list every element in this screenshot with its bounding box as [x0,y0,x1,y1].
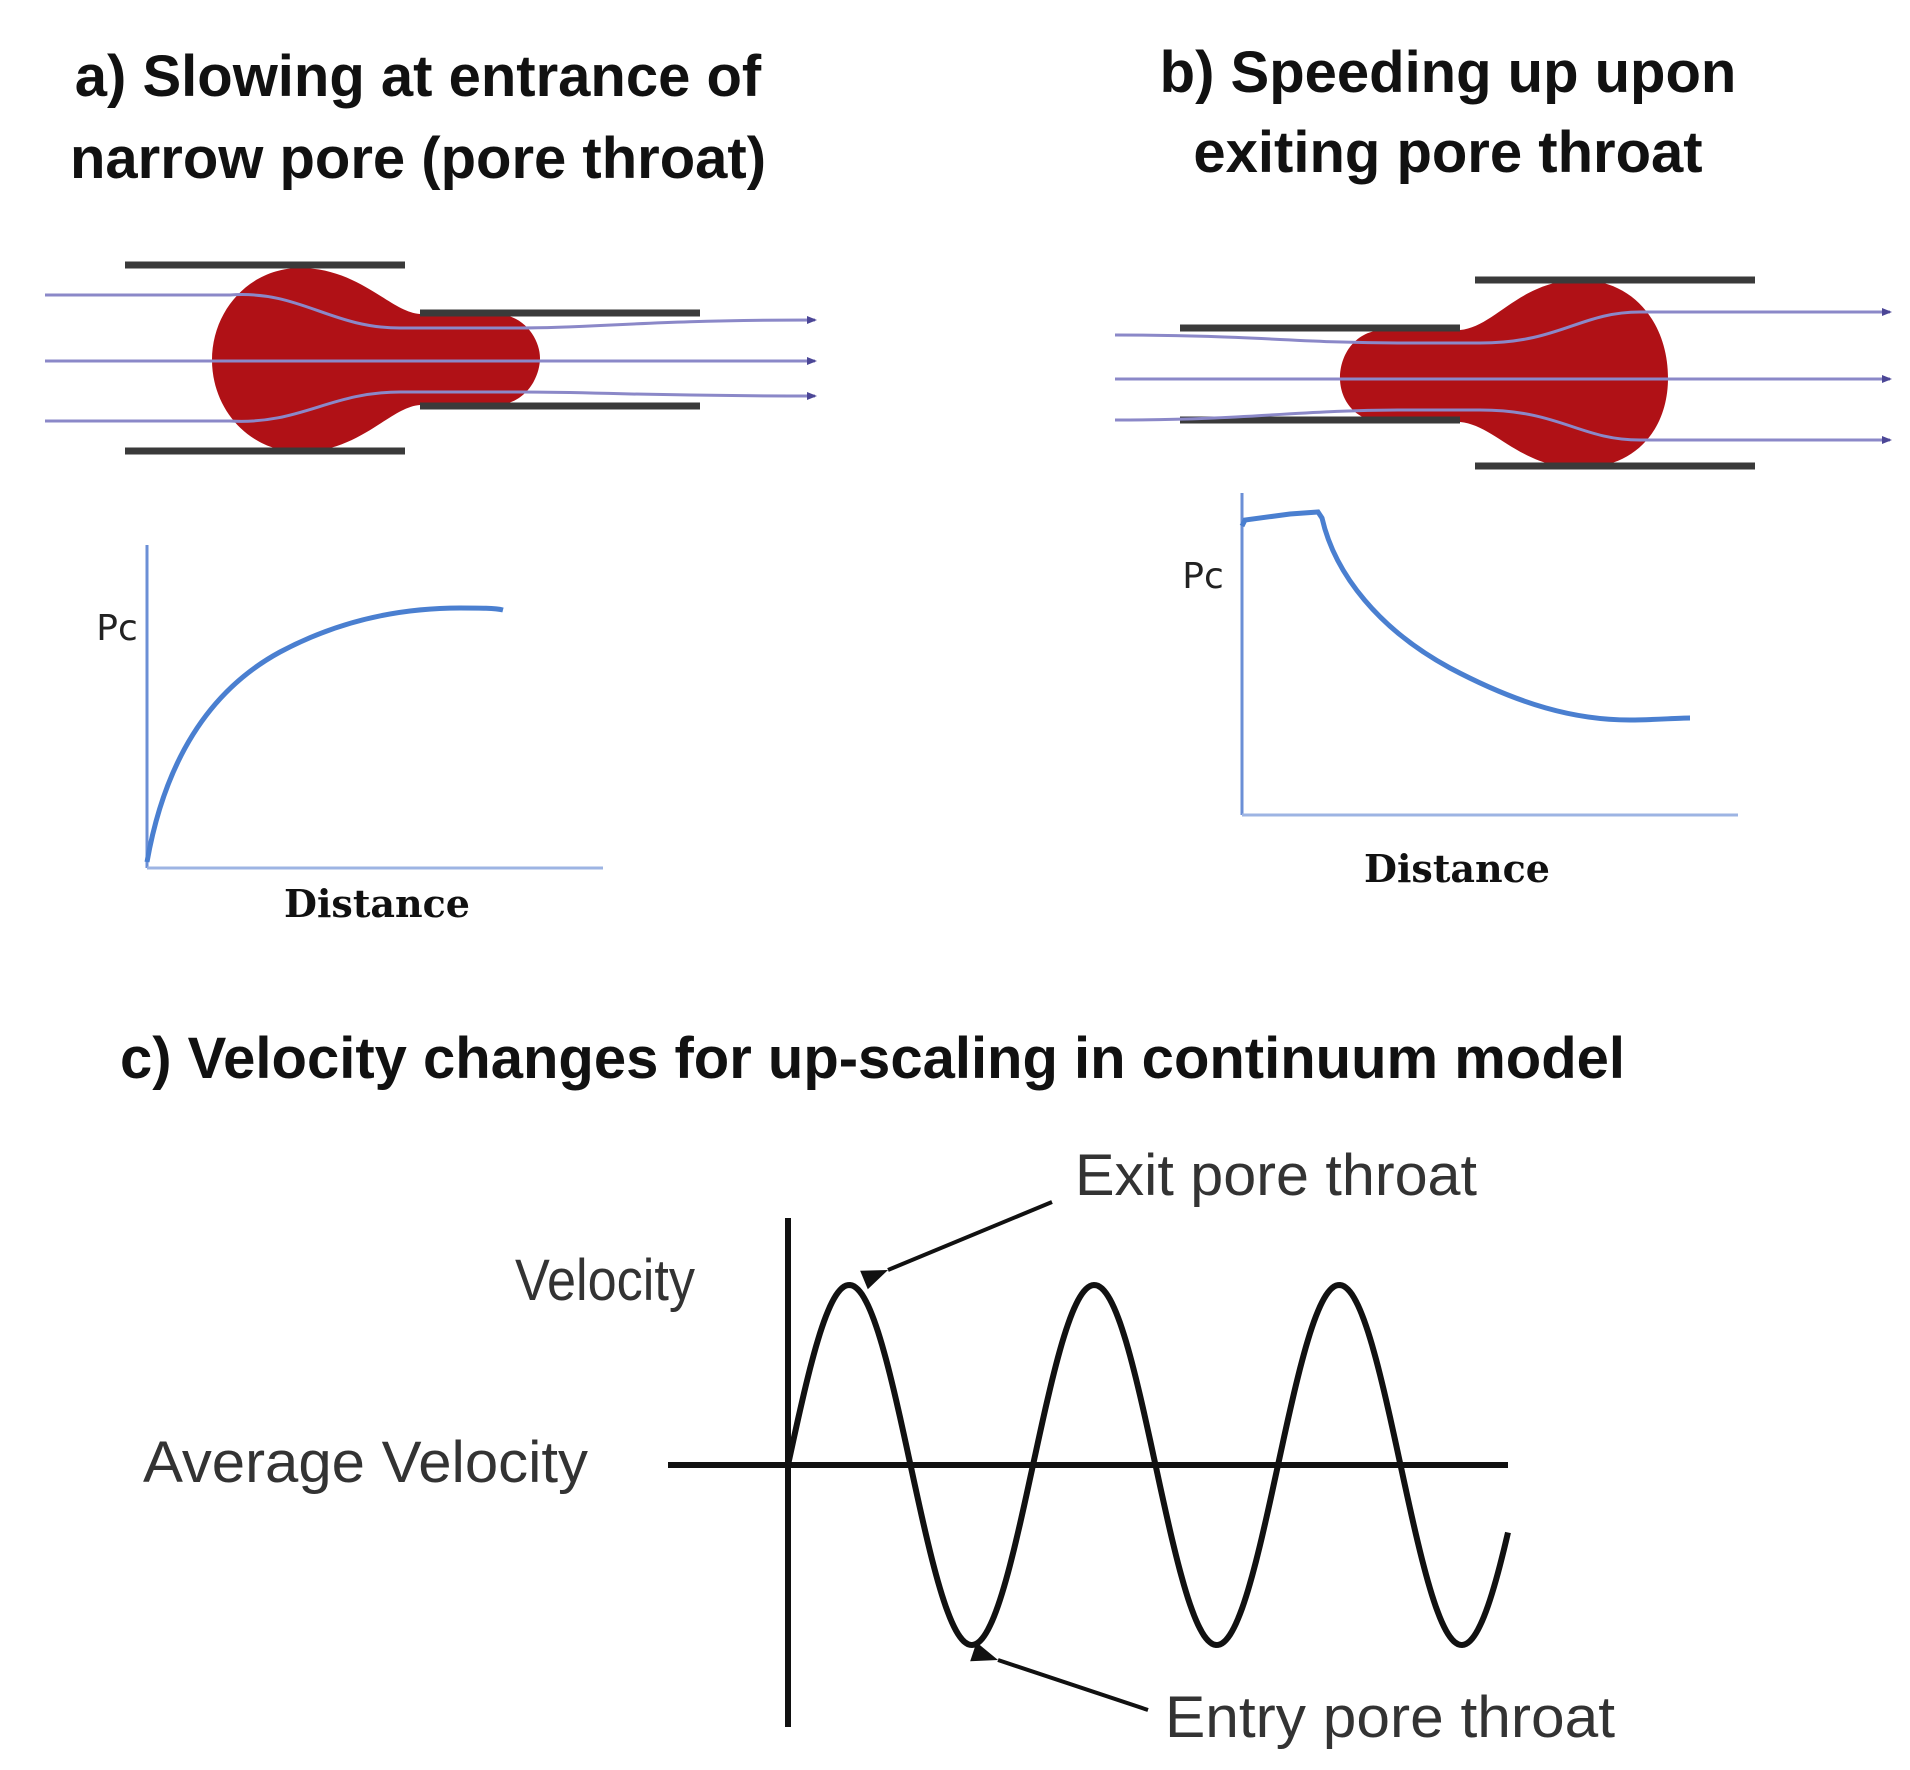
panel-b-streamline-bottom [1114,408,1892,444]
panel-b-pc-curve [1239,509,1691,723]
panel-c-trough-arrow [970,1642,1149,1712]
panel-b: b) Speeding up upon exiting pore throat … [1114,40,1892,891]
panel-a-pc-plot: Pc Distance [96,545,603,926]
panel-a-title-line2: narrow pore (pore throat) [70,126,766,191]
panel-b-pore-diagram [1114,276,1892,470]
panel-b-title-line2: exiting pore throat [1193,120,1702,185]
panel-c-velocity-wave [785,1281,1511,1649]
panel-c-avg-label: Average Velocity [143,1430,588,1495]
panel-b-x-label: Distance [1364,846,1550,891]
panel-c: c) Velocity changes for up-scaling in co… [120,1026,1625,1750]
panel-c-trough-annotation: Entry pore throat [1165,1685,1615,1750]
panel-a-x-label: Distance [284,881,470,926]
panel-a: a) Slowing at entrance of narrow pore (p… [45,44,817,926]
panel-b-title-line1: b) Speeding up upon [1160,40,1737,105]
panel-c-y-label: Velocity [515,1248,695,1313]
panel-b-y-label: Pc [1182,556,1224,597]
panel-c-peak-arrow [860,1200,1053,1290]
panel-a-pc-curve [144,605,504,863]
panel-a-y-label: Pc [96,608,138,649]
panel-c-peak-annotation: Exit pore throat [1075,1143,1477,1208]
panel-a-pore-diagram [45,261,817,455]
panel-b-streamline-top [1114,308,1892,345]
panel-a-title-line1: a) Slowing at entrance of [75,44,762,109]
panel-b-pc-plot: Pc Distance [1182,493,1738,891]
panel-c-title: c) Velocity changes for up-scaling in co… [120,1026,1625,1091]
panel-a-streamline-bottom [45,390,817,423]
panel-a-streamline-top [45,293,817,330]
